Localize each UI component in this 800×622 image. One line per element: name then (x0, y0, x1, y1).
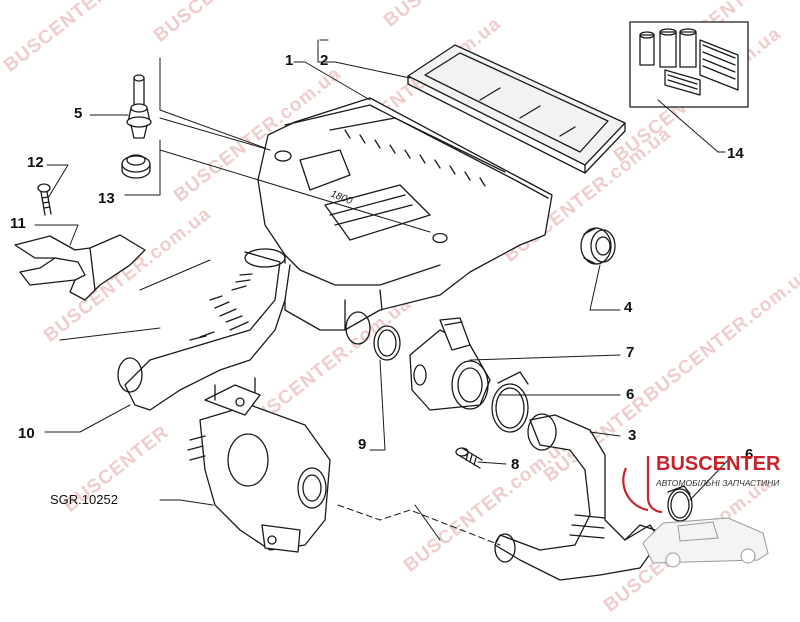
callout-3[interactable]: 3 (628, 427, 637, 444)
callout-5[interactable]: 5 (74, 105, 83, 122)
hose-clamp[interactable] (491, 371, 529, 433)
callout-6[interactable]: 6 (626, 386, 635, 403)
callout-12[interactable]: 12 (27, 154, 44, 171)
callout-6-second[interactable]: 6 (745, 446, 754, 463)
hose-clamp-small[interactable] (667, 485, 693, 522)
callout-7[interactable]: 7 (626, 344, 635, 361)
bracket-clamp[interactable] (14, 234, 146, 301)
leader-lines (34, 39, 731, 546)
logo-name: BUSCENTER (656, 453, 781, 475)
o-ring[interactable] (373, 325, 401, 361)
callout-9[interactable]: 9 (358, 436, 367, 453)
callout-4[interactable]: 4 (624, 299, 633, 316)
callout-10[interactable]: 10 (18, 425, 35, 442)
callout-11[interactable]: 11 (10, 215, 26, 232)
bushing[interactable] (121, 154, 151, 179)
logo-tagline: АВТОМОБІЛЬНІ ЗАПЧАСТИНИ (656, 478, 780, 488)
callout-13[interactable]: 13 (98, 190, 115, 207)
part-reference[interactable]: SGR.10252 (50, 492, 118, 507)
air-box-cover[interactable] (257, 97, 553, 345)
bolt[interactable] (455, 447, 483, 469)
fastener-pin[interactable] (126, 74, 152, 139)
intake-hose[interactable] (117, 248, 291, 411)
screw[interactable] (37, 183, 52, 216)
brand-logo: BUSCENTER АВТОМОБІЛЬНІ ЗАПЧАСТИНИ (618, 448, 788, 578)
callout-14[interactable]: 14 (727, 145, 744, 162)
callout-1[interactable]: 1 (285, 52, 294, 69)
turbocharger[interactable] (187, 377, 331, 553)
callout-2[interactable]: 2 (320, 52, 329, 69)
outlet-hose[interactable] (494, 413, 661, 581)
air-flow-meter[interactable] (409, 317, 491, 411)
air-filter-element[interactable] (407, 44, 626, 174)
filter-kit-inset[interactable] (629, 21, 749, 108)
grommet[interactable] (580, 227, 616, 265)
callout-8[interactable]: 8 (511, 456, 520, 473)
